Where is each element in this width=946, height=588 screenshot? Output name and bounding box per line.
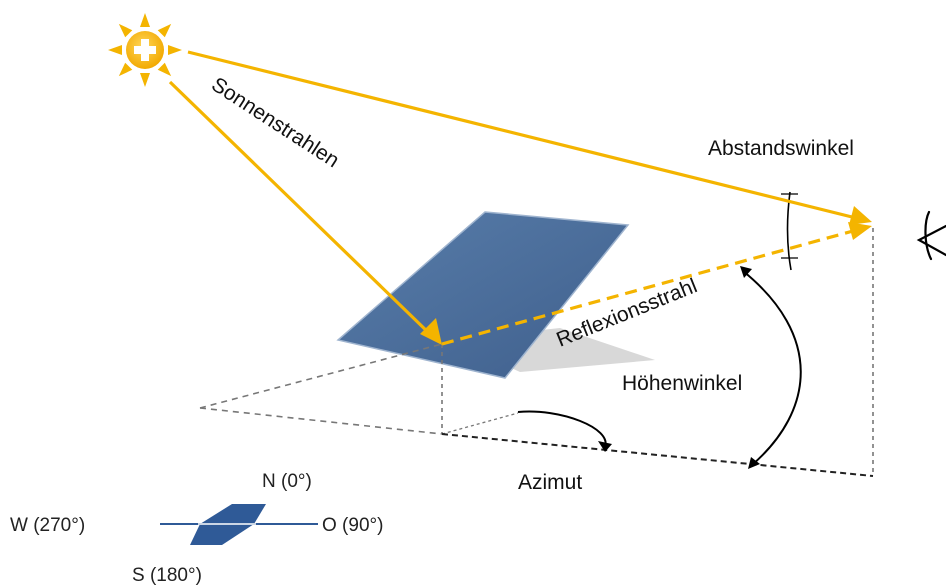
sun-rays-label: Sonnenstrahlen <box>207 73 343 172</box>
azimuth-arc <box>517 410 607 448</box>
azimuth-arrowhead <box>598 441 612 452</box>
sun-ray-to-panel-arrowhead <box>420 318 442 345</box>
sun-ray-to-panel <box>168 80 434 338</box>
distance-angle-label: Abstandswinkel <box>708 137 854 160</box>
ground-projection <box>199 228 874 477</box>
reflection-ray-arrowhead <box>848 222 872 240</box>
elevation-angle-label: Höhenwinkel <box>622 372 742 395</box>
sun-icon <box>108 13 182 87</box>
compass <box>160 504 318 545</box>
compass-south-label: S (180°) <box>132 565 202 586</box>
compass-north-label: N (0°) <box>262 471 312 492</box>
distance-angle-arc <box>786 191 792 271</box>
compass-needle-north <box>200 504 266 524</box>
elevation-arrowhead-bottom <box>748 457 760 469</box>
compass-west-label: W (270°) <box>10 515 85 536</box>
compass-east-label: O (90°) <box>322 515 383 536</box>
reflection-ray <box>441 229 854 346</box>
eye-icon <box>916 210 946 261</box>
solar-panel <box>336 211 630 379</box>
compass-needle-south <box>190 524 254 545</box>
sun-ray-to-observer <box>187 50 853 219</box>
sun-ray-to-observer-arrowhead <box>849 206 872 225</box>
elevation-arrowhead-top <box>740 266 752 278</box>
azimuth-label: Azimut <box>518 471 582 494</box>
elevation-arc <box>742 270 802 466</box>
